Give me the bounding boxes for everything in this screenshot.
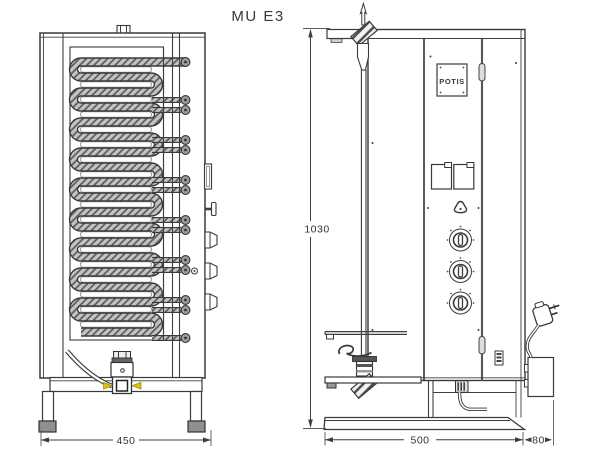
front-side-fittings	[191, 163, 218, 311]
pilot-lamp	[453, 200, 468, 214]
upper-tray	[324, 331, 407, 340]
coupling-arrow-left-icon	[103, 381, 114, 390]
control-knobs-profile	[204, 231, 218, 311]
rotary-knobs	[446, 225, 475, 315]
base-platform	[323, 416, 527, 431]
hinge-top	[478, 63, 486, 82]
tray-foot	[326, 382, 337, 389]
front-view: 450	[38, 24, 218, 447]
brand-plate: POTIS	[436, 63, 468, 97]
spit-rod	[360, 69, 367, 358]
spit-top-clamp	[350, 20, 378, 47]
page-title: MU E3	[231, 8, 284, 25]
heating-element-coils	[68, 33, 191, 378]
front-leg-left	[41, 390, 55, 422]
dimension-side-width: 500	[324, 432, 524, 447]
under-cable	[457, 392, 487, 411]
spit-holder	[356, 42, 370, 71]
brand-plate-label: POTIS	[439, 77, 465, 86]
front-foot-right	[187, 420, 206, 433]
spit-tip	[359, 1, 368, 26]
vent-grille	[494, 350, 504, 366]
front-leg-right	[189, 390, 203, 422]
skewer-handle	[338, 344, 372, 357]
front-foot-left	[38, 420, 57, 433]
dimension-front-width: 450	[40, 430, 212, 447]
dimension-label-80: 80	[532, 435, 545, 447]
hinge-bottom	[478, 336, 486, 355]
dimension-box-depth: 80	[524, 400, 554, 447]
socket-boxes	[430, 162, 475, 190]
panel-screws	[371, 55, 517, 331]
junction-box	[524, 356, 555, 398]
motor-screw	[120, 368, 125, 373]
side-stand	[427, 380, 517, 418]
motor-assembly	[103, 351, 142, 395]
cable-gland	[455, 380, 469, 393]
lower-tray	[324, 376, 422, 389]
spit-assembly	[350, 1, 378, 400]
dimension-label-500: 500	[410, 435, 429, 447]
power-plug	[525, 301, 560, 358]
dimension-label-1030: 1030	[304, 224, 329, 236]
dimension-overall-height: 1030	[303, 28, 330, 429]
coupling-arrow-right-icon	[131, 381, 142, 390]
side-view: POTIS	[303, 1, 560, 447]
spit-coupling-socket	[115, 379, 129, 392]
body-screw	[191, 267, 198, 275]
pilot-lamp-profile	[205, 201, 217, 217]
spit-bearing-plate	[352, 356, 377, 362]
dimension-label-450: 450	[116, 435, 135, 447]
